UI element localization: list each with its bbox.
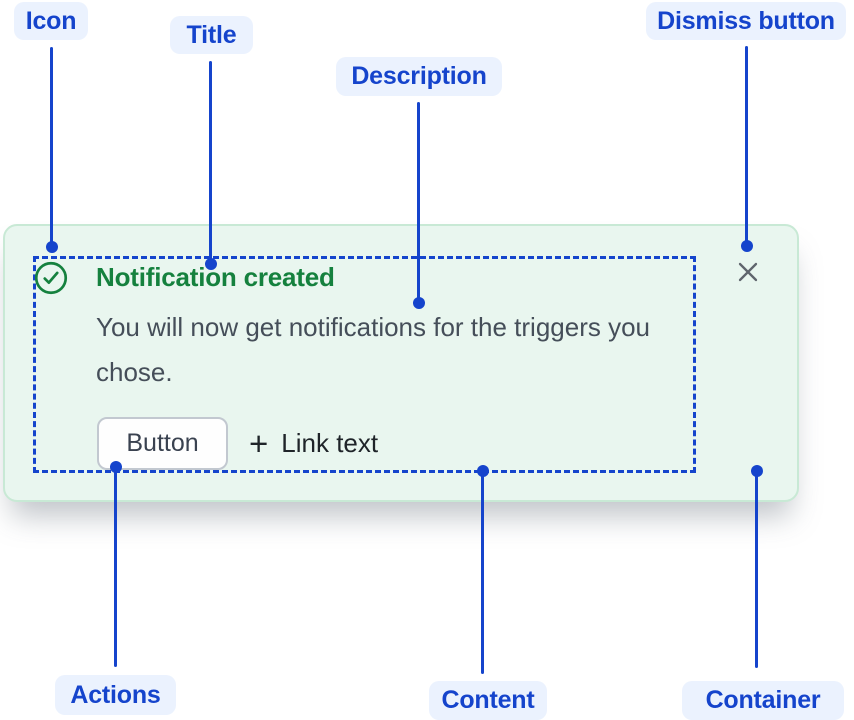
container-callout-dot	[751, 465, 763, 477]
notification-description: You will now get notifications for the t…	[96, 312, 651, 387]
plus-icon: +	[249, 425, 269, 462]
title-callout-line	[209, 61, 212, 261]
icon-callout-label: Icon	[14, 2, 88, 40]
title-callout-label: Title	[170, 16, 253, 54]
actions-callout-label: Actions	[55, 675, 176, 715]
description-callout-dot	[413, 297, 425, 309]
dismiss-callout-dot	[741, 240, 753, 252]
container-callout-line	[755, 474, 758, 668]
icon-callout-line	[50, 47, 53, 243]
description-callout-label: Description	[336, 57, 502, 96]
dismiss-button[interactable]	[733, 258, 763, 288]
actions-callout-line	[114, 470, 117, 667]
action-button-label: Button	[126, 429, 199, 457]
link-action-label: Link text	[281, 428, 379, 458]
dismiss-callout-line	[745, 46, 748, 243]
content-area-outline	[33, 256, 696, 473]
action-button[interactable]: Button	[97, 417, 228, 470]
link-action[interactable]: + Link text	[249, 417, 378, 470]
description-callout-line	[417, 102, 420, 300]
content-callout-dot	[477, 465, 489, 477]
dismiss-callout-label: Dismiss button	[646, 2, 846, 40]
title-callout-dot	[205, 258, 217, 270]
close-icon	[737, 261, 759, 286]
icon-callout-dot	[46, 241, 58, 253]
check-circle-icon	[34, 261, 68, 295]
content-callout-line	[481, 474, 484, 674]
actions-callout-dot	[110, 461, 122, 473]
container-callout-label: Container	[682, 681, 844, 720]
content-callout-label: Content	[429, 681, 547, 720]
